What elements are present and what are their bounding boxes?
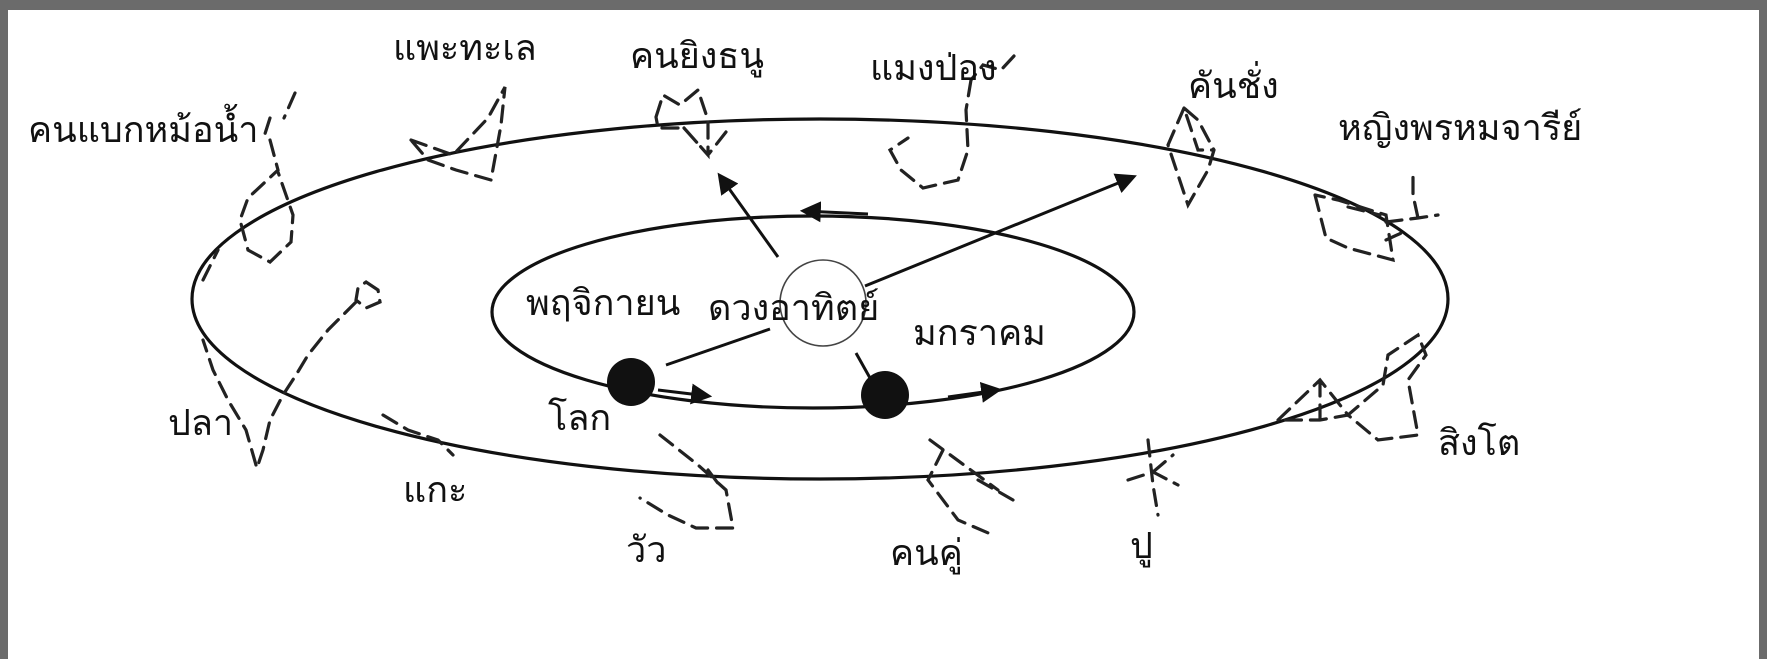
sun-to-libra-arrow [865, 177, 1133, 286]
label-aries: แกะ [403, 470, 467, 511]
earth-november [607, 358, 655, 406]
label-scorpio: แมงป่อง [870, 48, 997, 89]
label-january: มกราคม [913, 313, 1046, 354]
zodiac-diagram: คนแบกหม้อน้ำ แพะทะเล คนยิงธนู แมงป่อง คั… [8, 10, 1759, 659]
capricorn-shape [411, 87, 505, 180]
label-virgo: หญิงพรหมจารีย์ [1338, 108, 1582, 149]
earth-january [861, 371, 909, 419]
label-libra: คันชั่ง [1188, 61, 1279, 107]
orbit-arrow-top [804, 211, 868, 214]
taurus-shape [640, 435, 733, 528]
label-taurus: วัว [626, 530, 666, 571]
orbit-arrow-bottom-left [658, 390, 708, 396]
label-pisces: ปลา [168, 403, 233, 444]
leo-shape [1278, 335, 1426, 440]
sun-to-earth2-line [856, 353, 870, 378]
label-sun: ดวงอาทิตย์ [708, 288, 879, 329]
label-leo: สิงโต [1438, 422, 1520, 464]
aries-shape [383, 415, 453, 455]
label-november: พฤจิกายน [526, 283, 680, 324]
label-sagittarius: คนยิงธนู [630, 36, 764, 78]
label-aquarius: คนแบกหม้อน้ำ [28, 103, 258, 151]
label-gemini: คนคู่ [890, 533, 963, 575]
label-capricorn: แพะทะเล [393, 28, 537, 69]
gemini-shape [928, 440, 1013, 535]
label-cancer: ปู [1130, 526, 1153, 568]
earth-to-sun-line [666, 329, 770, 365]
label-earth: โลก [548, 397, 611, 439]
zodiac-svg: คนแบกหม้อน้ำ แพะทะเล คนยิงธนู แมงป่อง คั… [8, 10, 1759, 659]
